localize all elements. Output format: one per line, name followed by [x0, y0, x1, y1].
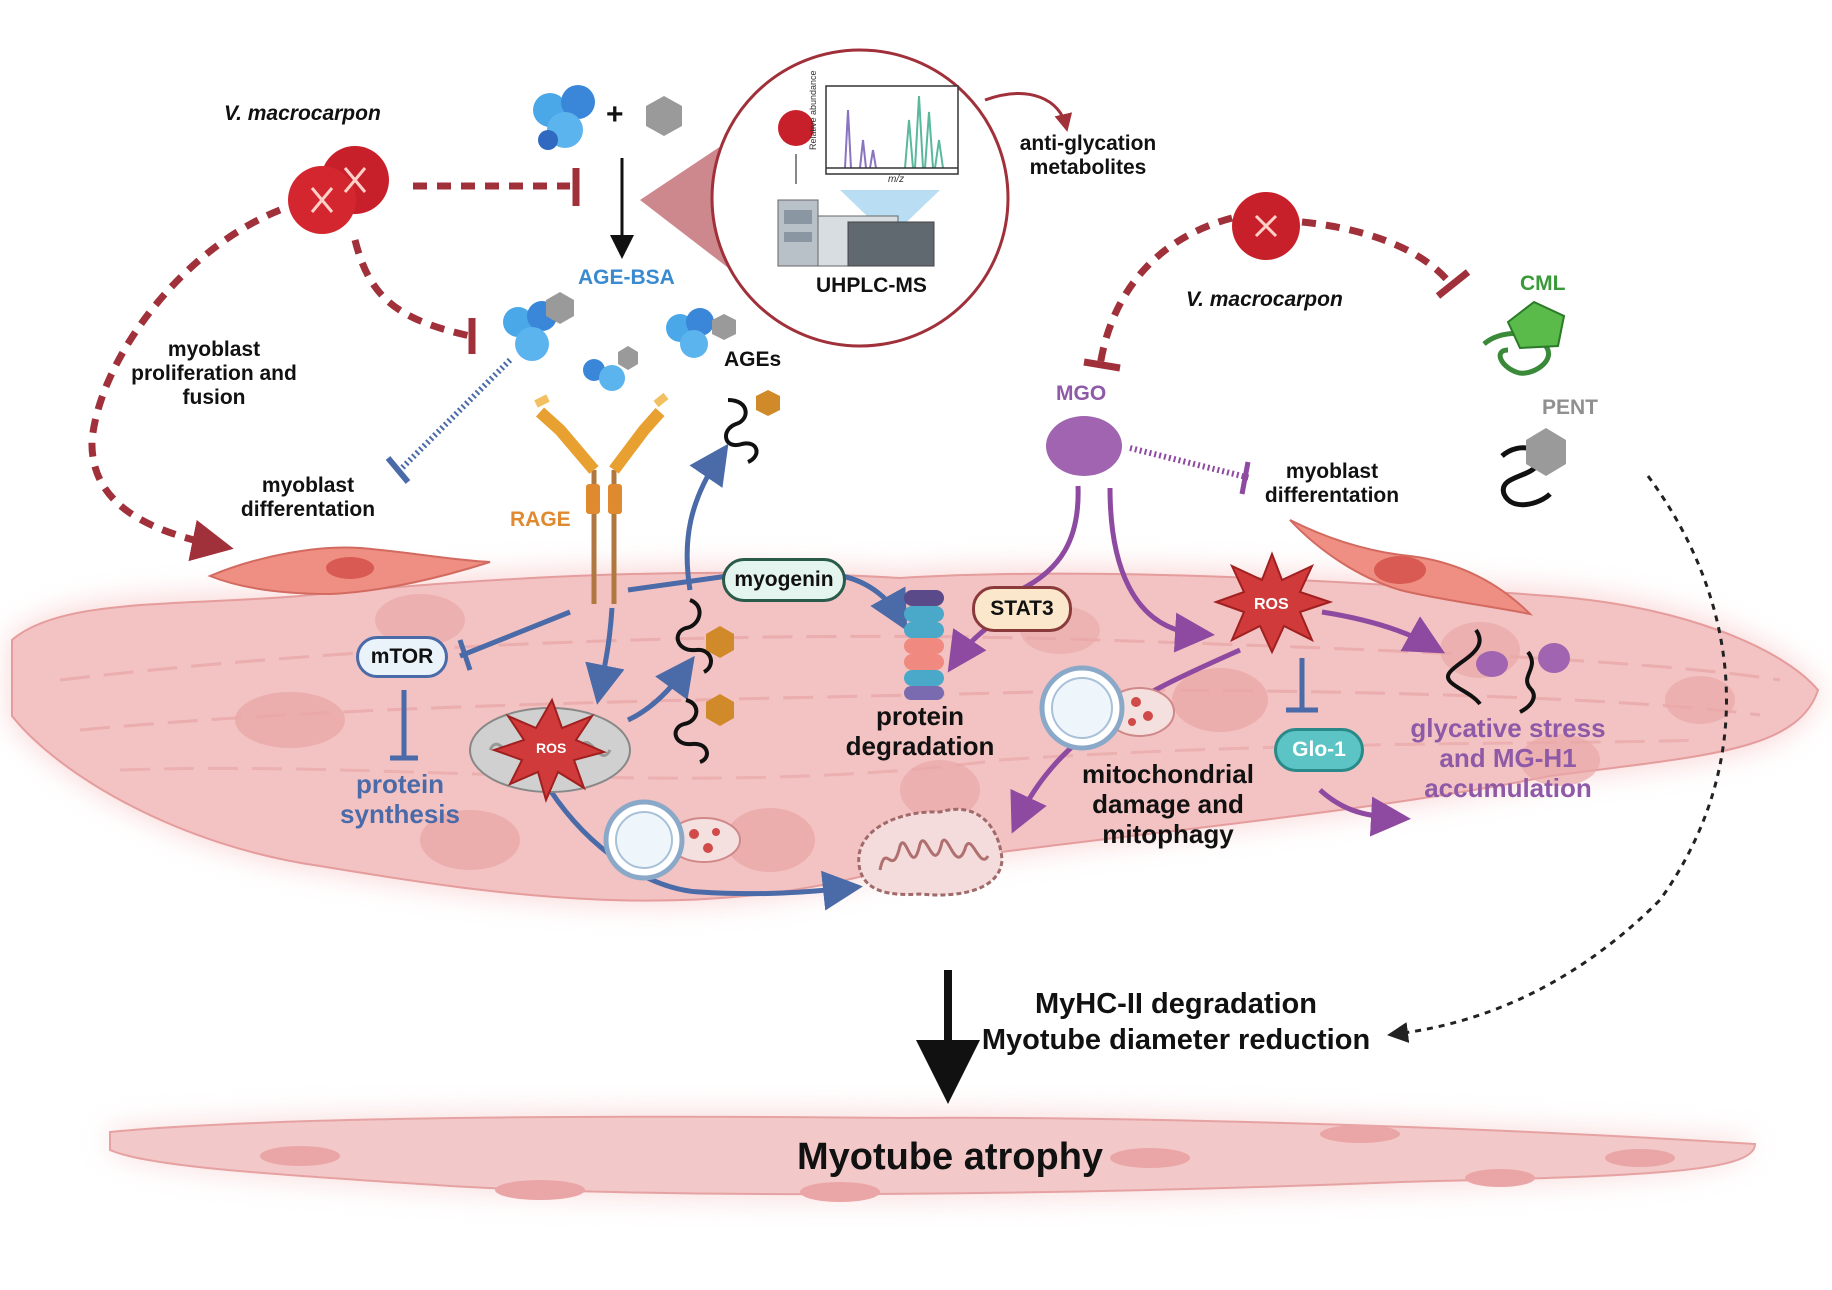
mz-label: m/z — [888, 174, 905, 185]
mgh1-protein-icon-1 — [1446, 628, 1508, 706]
proteasome-icon — [904, 590, 944, 700]
ros-burst-right-icon — [1213, 551, 1334, 655]
pent-molecule-icon — [1500, 428, 1566, 508]
mgo-differentiation-inhibit-bar — [1239, 461, 1251, 495]
ros-burst-left-icon — [490, 697, 608, 803]
age-protein-icon-cell-1 — [675, 598, 734, 674]
cml-label: CML — [1520, 272, 1566, 295]
plus-sign: + — [606, 98, 624, 131]
age-bsa-label: AGE-BSA — [578, 266, 675, 289]
inhibition-bars-right — [1083, 269, 1471, 372]
myoblast-cell-right — [1289, 519, 1534, 616]
cranberry-sample-icon — [778, 110, 814, 146]
age-protein-icon-cell-2 — [673, 694, 734, 764]
rage-receptor-icon — [534, 392, 669, 604]
ros-label-right: ROS — [1254, 596, 1289, 613]
mgo-molecule-icon — [1046, 416, 1122, 476]
cml-molecule-icon — [1482, 300, 1566, 376]
glucose-hexagon-icon — [646, 96, 682, 136]
v-macrocarpon-label-right: V. macrocarpon — [1186, 288, 1343, 311]
differentiation-inhibit-bar — [385, 456, 411, 484]
to-metabolites-arrow — [984, 92, 1073, 132]
atrophic-myotube — [109, 1111, 1757, 1202]
cranberry-inhibition-lines-right — [1096, 214, 1455, 367]
damaged-mitochondrion-icon — [857, 807, 1004, 897]
mgh1-protein-icon-2 — [1519, 643, 1570, 714]
cranberry-single-icon — [1232, 192, 1300, 260]
glycated-bsa-icon-3 — [666, 308, 736, 358]
glo1-badge: Glo-1 — [1274, 728, 1364, 772]
bsa-protein-icon — [533, 85, 595, 150]
rage-label: RAGE — [510, 508, 571, 531]
mgo-label: MGO — [1056, 382, 1107, 405]
mtor-badge: mTOR — [356, 636, 448, 678]
myoblast-cell-left — [207, 546, 491, 596]
purple-pathway-arrows — [947, 485, 1446, 837]
mass-spectrum-icon — [825, 85, 959, 175]
cml-pent-to-myhc-arrow — [1387, 475, 1728, 1043]
relative-abundance-label: Relative abundance — [808, 70, 818, 150]
autophagosome-left-icon — [603, 799, 741, 881]
autophagosome-right-icon — [1039, 665, 1175, 751]
myotube-atrophy-label: Myotube atrophy — [796, 1136, 1104, 1178]
mtor-inhibit-bar — [457, 639, 473, 671]
pent-label: PENT — [1542, 396, 1599, 419]
mgo-inhibit-differentiation — [1129, 445, 1251, 481]
cranberry-pair-icon — [288, 146, 389, 234]
myogenin-badge: myogenin — [722, 558, 846, 602]
age-bsa-inhibit-differentiation — [397, 357, 513, 473]
ages-modified-protein-icon — [724, 390, 780, 464]
cranberry-inhibition-lines-left — [88, 182, 570, 562]
ros-label-left: ROS — [536, 740, 567, 756]
inhibition-bars-left — [468, 168, 580, 354]
uhplc-instrument-icon — [777, 199, 935, 267]
uhplc-ms-label: UHPLC-MS — [816, 274, 927, 297]
blue-pathway-arrows — [459, 443, 908, 911]
stat3-badge: STAT3 — [972, 586, 1072, 632]
ages-label: AGEs — [724, 348, 782, 371]
spectrum-projection — [840, 190, 940, 238]
v-macrocarpon-label-left: V. macrocarpon — [224, 102, 381, 125]
glycated-bsa-icon-1 — [503, 292, 574, 361]
glycated-bsa-icon-2 — [583, 346, 638, 391]
